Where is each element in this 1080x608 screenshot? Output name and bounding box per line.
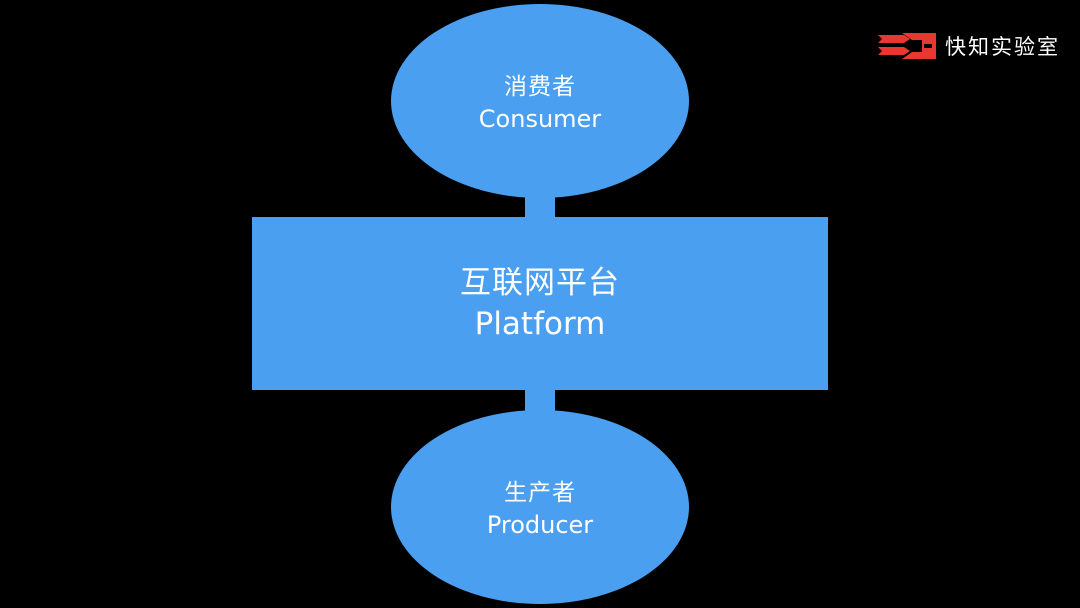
producer-label-en: Producer <box>486 511 594 539</box>
brand-logo: 快知实验室 <box>878 31 1060 61</box>
brand-logo-icon <box>878 33 936 59</box>
connector-consumer-platform <box>525 196 555 220</box>
consumer-node: 消费者 Consumer <box>391 4 689 198</box>
brand-name: 快知实验室 <box>945 35 1060 59</box>
consumer-label-cn: 消费者 <box>504 74 576 100</box>
producer-node: 生产者 Producer <box>391 410 689 604</box>
connector-platform-producer <box>525 388 555 412</box>
consumer-label-en: Consumer <box>478 105 602 133</box>
platform-label-cn: 互联网平台 <box>460 264 620 301</box>
platform-label-en: Platform <box>474 305 606 342</box>
platform-node: 互联网平台 Platform <box>252 217 828 390</box>
producer-label-cn: 生产者 <box>504 480 576 506</box>
